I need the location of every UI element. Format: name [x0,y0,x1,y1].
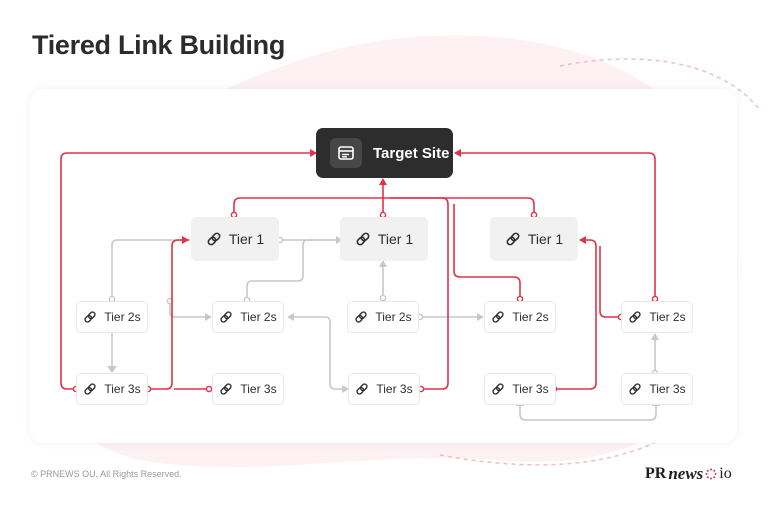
red-connectors [60,152,656,390]
dot-ring-icon [705,468,717,480]
tier1-label: Tier 1 [228,231,265,247]
tier2-node: Tier 2s [347,301,419,333]
tier2-label: Tier 2s [375,310,412,324]
tier3-label: Tier 3s [240,382,277,396]
tier1-label: Tier 1 [527,231,564,247]
link-icon [84,311,96,323]
link-icon [356,232,370,246]
link-icon [355,311,367,323]
tier2-node: Tier 2s [621,301,693,333]
tier3-node: Tier 3s [348,373,420,405]
link-icon [492,383,504,395]
logo-part-io: io [719,465,732,482]
tier3-label: Tier 3s [376,382,413,396]
copyright-text: © PRNEWS OU, All Rights Reserved. [31,469,182,479]
tier1-node: Tier 1 [340,217,428,261]
tier3-label: Tier 3s [649,382,686,396]
tier3-node: Tier 3s [212,373,284,405]
prnews-logo: PR news io [645,464,732,484]
tier1-label: Tier 1 [377,231,414,247]
link-icon [84,383,96,395]
link-icon [492,311,504,323]
tier1-node: Tier 1 [191,217,279,261]
tier3-node: Tier 3s [484,373,556,405]
page-title: Tiered Link Building [32,30,286,60]
tier2-label: Tier 2s [649,310,686,324]
link-icon [629,311,641,323]
tier1-node: Tier 1 [490,217,578,261]
tier2-label: Tier 2s [240,310,277,324]
logo-part-news: news [668,464,704,483]
logo-part-pr: PR [645,465,667,482]
tier2-node: Tier 2s [484,301,556,333]
tier2-label: Tier 2s [104,310,141,324]
tier3-label: Tier 3s [104,382,141,396]
target-site-label: Target Site [373,144,450,162]
link-icon [629,383,641,395]
link-icon [220,311,232,323]
tier3-label: Tier 3s [512,382,549,396]
tier3-node: Tier 3s [621,373,693,405]
link-icon [207,232,221,246]
browser-window-icon [330,138,362,168]
link-icon [220,383,232,395]
target-site-node: Target Site [316,128,453,178]
link-icon [506,232,520,246]
tier3-node: Tier 3s [76,373,148,405]
tier2-node: Tier 2s [76,301,148,333]
tier2-label: Tier 2s [512,310,549,324]
tier2-node: Tier 2s [212,301,284,333]
red-arrowheads [182,149,586,244]
link-icon [356,383,368,395]
